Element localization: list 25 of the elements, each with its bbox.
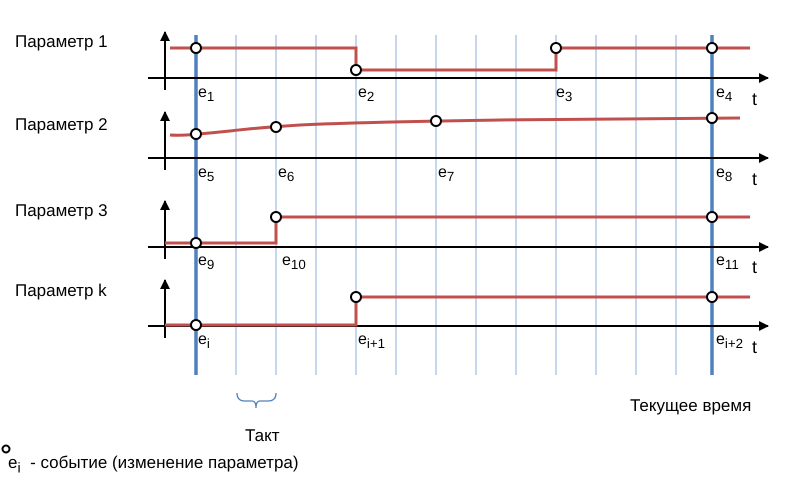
parameter-label: Параметр 2 <box>15 116 108 135</box>
event-label: e$_{i+1}$ <box>358 331 386 352</box>
event-label: e$_{i+2}$ <box>716 331 744 352</box>
parameter-label: Параметр 1 <box>15 33 108 52</box>
event-label: e$_{i}$ <box>198 331 210 352</box>
event-label: e$_{9}$ <box>198 252 214 273</box>
event-label: e$_{4}$ <box>716 84 732 105</box>
event-label: e$_{11}$ <box>716 252 739 273</box>
legend-text: e$_{i}$ - событие (изменение параметра) <box>8 454 299 477</box>
event-label: e$_{5}$ <box>198 164 214 185</box>
axis-label: t <box>752 90 758 110</box>
event-label: e$_{10}$ <box>282 252 306 273</box>
current-time-label: Текущее время <box>630 397 752 416</box>
event-label: e$_{1}$ <box>198 84 214 105</box>
event-label: e$_{8}$ <box>716 164 732 185</box>
event-label: e$_{2}$ <box>358 84 374 105</box>
event-label: e$_{7}$ <box>438 164 454 185</box>
parameter-label: Параметр 3 <box>15 202 108 221</box>
event-label: e$_{6}$ <box>278 164 294 185</box>
cycle-label: Такт <box>245 427 280 446</box>
axis-label: t <box>752 258 758 278</box>
axis-label: t <box>752 338 758 358</box>
axis-label: t <box>752 170 758 190</box>
event-label: e$_{3}$ <box>556 84 572 105</box>
parameter-label: Параметр k <box>15 282 107 301</box>
